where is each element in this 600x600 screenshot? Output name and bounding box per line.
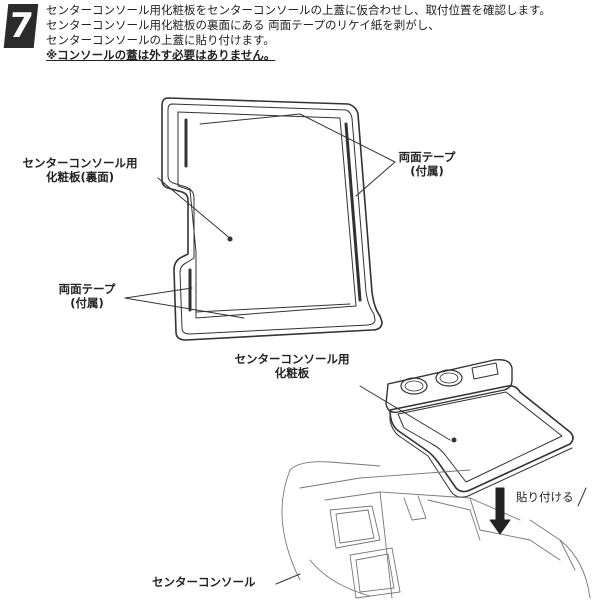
panel-marker-dot (227, 236, 233, 242)
panel-front-label: センターコンソール用 化粧板 (222, 352, 362, 380)
panel-front-marker-dot (451, 437, 457, 443)
center-console (281, 461, 591, 599)
instruction-text: センターコンソール用化粧板をセンターコンソールの上蓋に仮合わせし、取付位置を確認… (46, 3, 598, 63)
panel-front-label-line1: センターコンソール用 (234, 352, 350, 366)
tape-left-label-line2: (付属) (70, 296, 104, 310)
tape-right-label-line2: (付属) (410, 164, 444, 178)
instruction-line-1: センターコンソール用化粧板をセンターコンソールの上蓋に仮合わせし、取付位置を確認… (46, 3, 551, 17)
instruction-line-2: センターコンソール用化粧板の裏面にある 両面テープのリケイ紙を剥がし、 (46, 18, 440, 32)
trim-panel-front (385, 358, 574, 498)
panel-front-leader (359, 385, 451, 441)
attach-label: 貼り付ける (516, 490, 574, 504)
tape-right-label: 両面テープ (付属) (392, 150, 462, 178)
panel-back-label-line2: 化粧板(裏面) (45, 170, 114, 184)
console-label: センターコンソール (152, 575, 256, 589)
attach-slash-mark (577, 487, 587, 507)
tape-right-label-line1: 両面テープ (398, 150, 456, 164)
instruction-line-3: センターコンソールの上蓋に貼り付けます。 (46, 33, 275, 47)
panel-back-label-line1: センターコンソール用 (22, 156, 138, 170)
panel-back-label: センターコンソール用 化粧板(裏面) (15, 156, 145, 184)
instruction-note: ※コンソールの蓋は外す必要はありません。 (46, 48, 276, 62)
tape-left-label-line1: 両面テープ (58, 282, 116, 296)
console-leader (275, 573, 301, 585)
down-arrow-icon (489, 487, 511, 535)
panel-front-label-line2: 化粧板 (274, 366, 310, 380)
tape-left-label: 両面テープ (付属) (52, 282, 122, 310)
trim-panel-back (124, 97, 396, 341)
